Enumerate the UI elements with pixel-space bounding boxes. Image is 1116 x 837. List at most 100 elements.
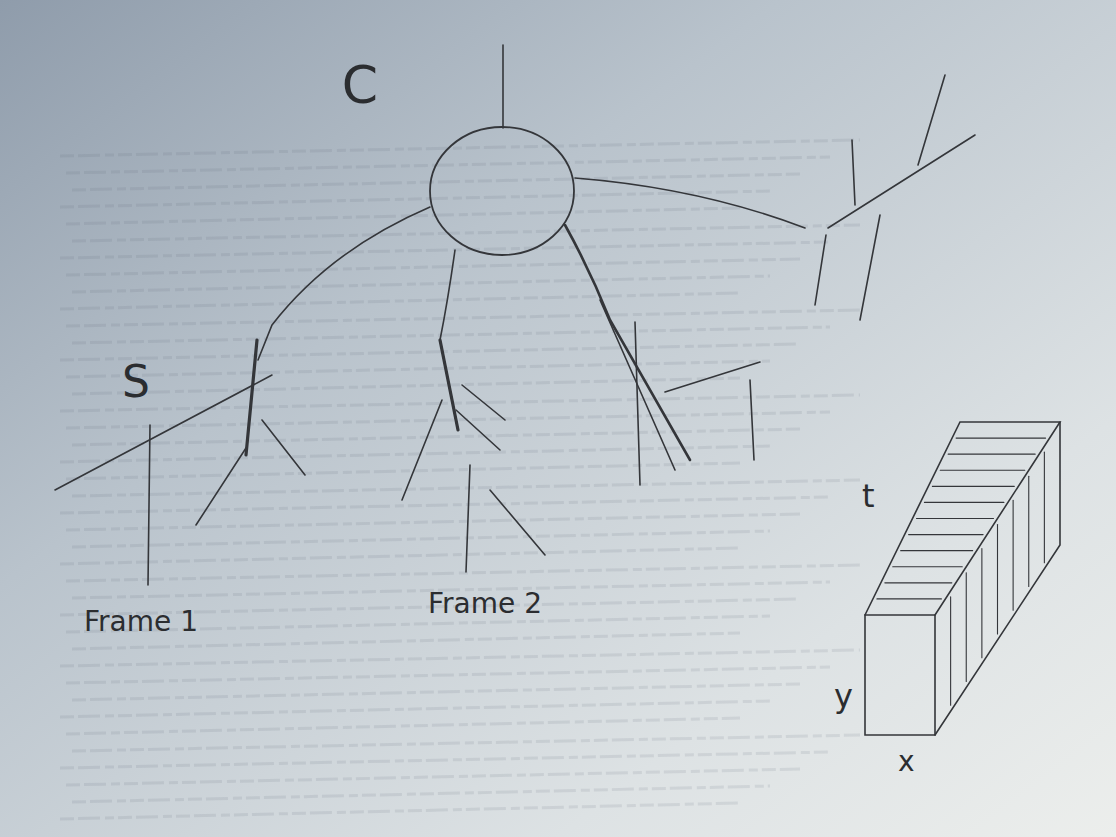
curve-line [440, 250, 455, 340]
frame-line [262, 420, 305, 475]
print-row [72, 429, 800, 445]
print-row [60, 395, 860, 411]
print-row [60, 293, 740, 309]
frame-line [462, 385, 505, 420]
frame-line [750, 380, 754, 460]
print-row [66, 718, 740, 734]
print-row [60, 803, 740, 819]
hatch-line [909, 534, 984, 535]
stem-line [502, 45, 504, 128]
s-line [55, 375, 272, 490]
print-row [72, 531, 770, 547]
print-row [72, 480, 860, 496]
print-row [60, 446, 770, 462]
sketch-label-box: y [834, 680, 853, 712]
print-row [66, 157, 830, 173]
sketch-label-box: Frame 1 [84, 608, 198, 636]
print-row [60, 344, 800, 360]
print-row [66, 565, 860, 581]
sketch-label-box: t [862, 480, 875, 512]
frame-line [196, 448, 246, 525]
hatch-line [981, 549, 982, 658]
circle-node: C [428, 125, 576, 257]
sketch-label: y [834, 680, 853, 712]
faint-print-rows [60, 140, 860, 819]
print-row [60, 242, 830, 258]
print-row [60, 548, 740, 564]
print-row [60, 497, 830, 513]
print-row [66, 259, 800, 275]
sketch-label-box: Frame 2 [428, 590, 542, 618]
node-letter: C [342, 59, 378, 111]
hatch-line [940, 470, 1025, 471]
sketch-label-box: x [898, 748, 915, 776]
volume-hatching [877, 438, 1046, 705]
hatch-line [917, 518, 994, 519]
curve-line [565, 225, 690, 460]
frame-line [665, 362, 760, 392]
print-row [66, 208, 740, 224]
hatch-line [877, 598, 942, 599]
hatch-line [901, 550, 973, 551]
print-row [72, 735, 860, 751]
hatch-line [932, 486, 1014, 487]
hatch-line [924, 502, 1004, 503]
print-row [66, 310, 860, 326]
sketch-label: S [122, 360, 150, 404]
hatch-line [1013, 500, 1014, 610]
sketch-label-box: S [122, 360, 150, 404]
hatch-line [948, 454, 1035, 455]
print-row [66, 361, 770, 377]
hatch-line [966, 573, 967, 682]
print-row [72, 786, 770, 802]
sketch-label: t [862, 480, 875, 512]
frame-line [148, 425, 150, 585]
sketch-label: x [898, 748, 915, 776]
print-row [60, 650, 860, 666]
print-row [60, 191, 770, 207]
hatch-line [885, 582, 952, 583]
print-row [60, 701, 770, 717]
sketch-label: Frame 2 [428, 590, 542, 618]
hatch-line [956, 438, 1046, 439]
frame-line [828, 135, 975, 228]
print-row [66, 769, 800, 785]
print-row [72, 225, 860, 241]
print-row [72, 174, 800, 190]
curve-line [575, 178, 805, 228]
curve-line [258, 207, 430, 360]
frame-line [635, 322, 640, 485]
hatch-line [950, 597, 951, 705]
circle-outline [428, 125, 576, 257]
circle-shape [430, 127, 574, 255]
sketch-label: Frame 1 [84, 608, 198, 636]
print-row [72, 276, 770, 292]
frame-line [246, 340, 257, 455]
print-row [72, 327, 830, 343]
print-row [60, 752, 830, 768]
frame-line [852, 140, 855, 205]
frame-line [860, 215, 880, 320]
print-row [66, 514, 800, 530]
print-row [66, 667, 830, 683]
frame-line [440, 340, 458, 430]
frame-line [918, 75, 945, 165]
volume-top [865, 422, 1060, 615]
hatch-line [893, 566, 963, 567]
frame-line [402, 400, 442, 500]
frame-line [815, 235, 826, 305]
frame-line [466, 465, 470, 572]
volume-front [865, 615, 935, 735]
hatch-line [1044, 452, 1045, 563]
print-row [60, 140, 860, 156]
hatch-line [1028, 476, 1029, 586]
frame-line [490, 490, 545, 555]
volume-side [935, 422, 1060, 735]
print-row [72, 684, 800, 700]
frame-line [456, 410, 500, 450]
hatch-line [997, 525, 998, 635]
print-row [66, 412, 830, 428]
